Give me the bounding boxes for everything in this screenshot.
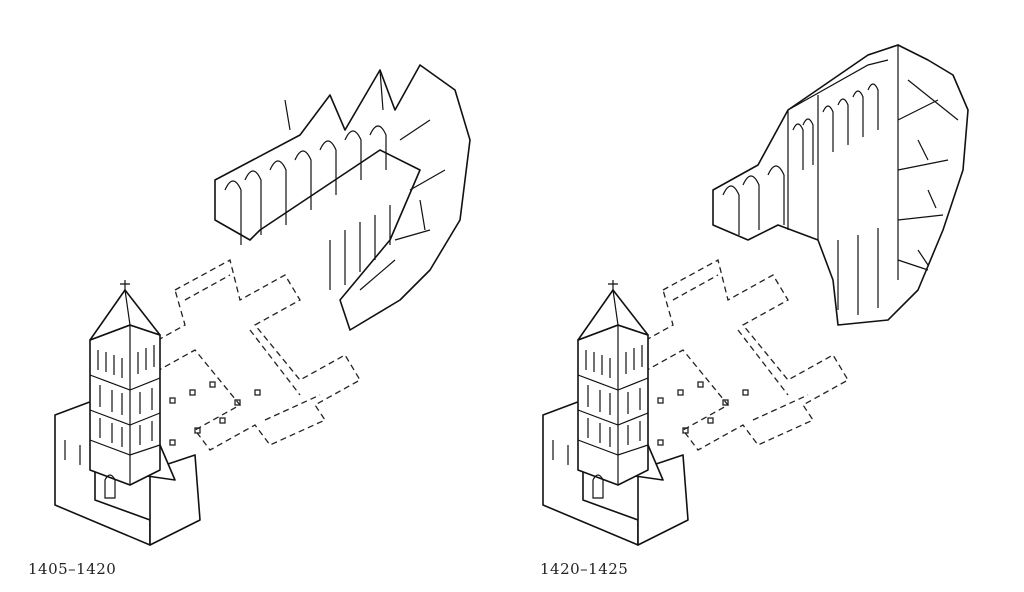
caption-1405-1420: 1405–1420 [28,560,117,578]
caption-1420-1425: 1420–1425 [540,560,629,578]
choir-drawing [712,44,969,326]
panel-1405-1420 [54,64,471,546]
tower-and-plan-drawing [54,259,361,546]
panel-1420-1425 [542,44,969,546]
choir-drawing [214,64,471,331]
tower-and-plan-drawing [542,259,849,546]
